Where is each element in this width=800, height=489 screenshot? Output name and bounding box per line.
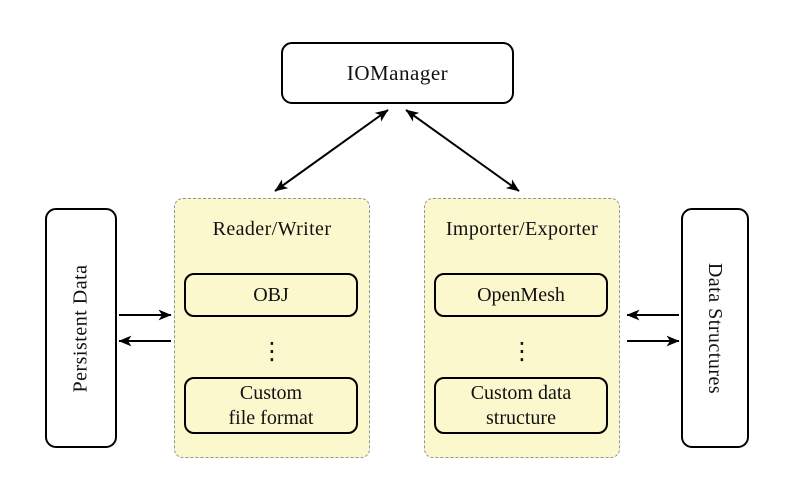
- custom-data-structure-node: Custom data structure: [434, 377, 608, 434]
- custom-data-structure-line1: Custom data: [470, 381, 572, 404]
- persistent-data-node: Persistent Data: [45, 208, 117, 448]
- custom-file-format-node: Custom file format: [184, 377, 358, 434]
- obj-node: OBJ: [184, 273, 358, 317]
- arrow-iomanager-importerexporter: [405, 109, 520, 192]
- obj-label: OBJ: [253, 283, 289, 306]
- reader-writer-panel-title: Reader/Writer: [212, 218, 332, 240]
- persistent-data-label: Persistent Data: [69, 263, 92, 393]
- data-structures-node: Data Structures: [681, 208, 749, 448]
- arrow-iomanager-readerwriter: [274, 109, 389, 192]
- iomanager-label: IOManager: [346, 60, 449, 85]
- custom-file-format-line1: Custom: [239, 381, 303, 404]
- openmesh-node: OpenMesh: [434, 273, 608, 317]
- importer-exporter-panel-title: Importer/Exporter: [445, 218, 599, 240]
- openmesh-label: OpenMesh: [477, 283, 565, 306]
- iomanager-node: IOManager: [281, 42, 514, 104]
- vertical-ellipsis: ⋮: [260, 337, 284, 365]
- custom-file-format-line2: file format: [228, 406, 314, 429]
- data-structures-label: Data Structures: [704, 262, 727, 394]
- reader-writer-panel: Reader/Writer OBJ ⋮ Custom file format: [174, 198, 370, 458]
- vertical-ellipsis: ⋮: [510, 337, 534, 365]
- custom-data-structure-line2: structure: [486, 406, 556, 429]
- importer-exporter-panel: Importer/Exporter OpenMesh ⋮ Custom data…: [424, 198, 620, 458]
